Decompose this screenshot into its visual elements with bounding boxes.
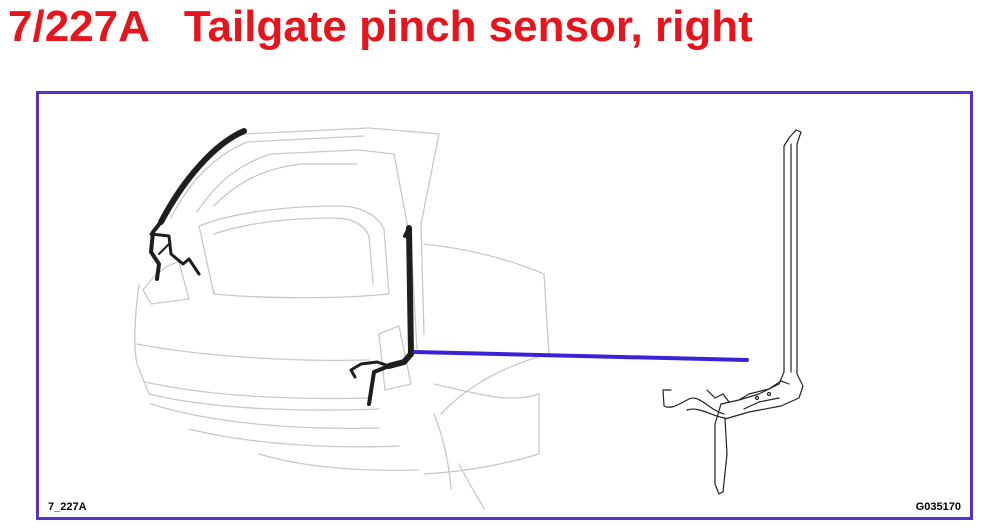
leader-line xyxy=(413,350,749,362)
diagram-code: 7/227A xyxy=(8,2,150,51)
pinch-sensor-left-icon xyxy=(149,128,247,281)
car-rear-outline-icon xyxy=(134,127,550,510)
reference-code-right: G035170 xyxy=(915,501,961,513)
diagram-frame: 7_227A G035170 xyxy=(36,91,973,520)
pinch-sensor-right-icon xyxy=(349,225,414,406)
reference-code-left: 7_227A xyxy=(48,501,87,513)
diagram-canvas xyxy=(134,127,804,510)
diagram-title: Tailgate pinch sensor, right xyxy=(183,2,753,51)
sensor-detail-icon xyxy=(662,129,804,495)
page-title: 7/227A Tailgate pinch sensor, right xyxy=(8,0,753,54)
